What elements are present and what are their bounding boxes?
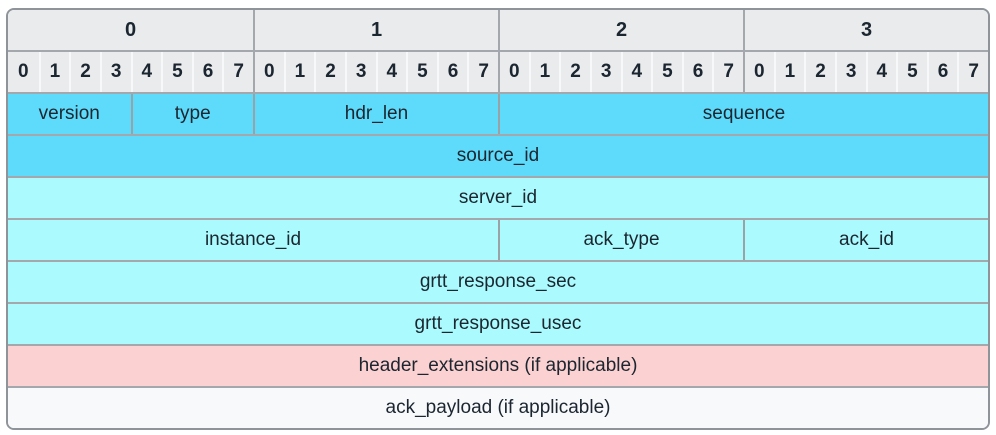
bit-header: 2 [69, 52, 100, 92]
packet-field-table: 0 1 2 3 0 1 2 3 4 5 6 7 0 1 2 3 4 5 6 7 … [6, 8, 990, 430]
bit-header: 6 [926, 52, 958, 92]
bit-header: 2 [559, 52, 590, 92]
field-header-extensions: header_extensions (if applicable) [8, 346, 988, 386]
field-grtt-response-usec: grtt_response_usec [8, 304, 988, 344]
bit-header: 5 [651, 52, 682, 92]
byte-header-row: 0 1 2 3 [8, 10, 988, 50]
bit-header: 0 [18, 61, 29, 82]
byte-header-0: 0 [124, 18, 137, 41]
field-instance-id: instance_id [8, 220, 498, 260]
bit-header: 4 [865, 52, 897, 92]
bit-header: 2 [314, 52, 345, 92]
bit-header-row: 0 1 2 3 4 5 6 7 0 1 2 3 4 5 6 7 0 1 2 3 … [8, 50, 988, 92]
bit-header: 5 [161, 52, 192, 92]
field-row-3: server_id [8, 176, 988, 218]
field-type: type [130, 94, 253, 134]
field-row-1: version type hdr_len sequence [8, 92, 988, 134]
byte-header-1: 1 [253, 10, 498, 50]
field-row-2: source_id [8, 134, 988, 176]
field-grtt-response-sec: grtt_response_sec [8, 262, 988, 302]
bit-header: 0 [498, 52, 529, 92]
bit-header: 1 [528, 52, 560, 92]
field-row-8: ack_payload (if applicable) [8, 386, 988, 428]
field-source-id: source_id [8, 136, 988, 176]
bit-header: 1 [38, 52, 70, 92]
bit-header: 7 [712, 52, 743, 92]
byte-header-3: 3 [743, 10, 988, 50]
field-row-4: instance_id ack_type ack_id [8, 218, 988, 260]
field-ack-id: ack_id [743, 220, 988, 260]
field-server-id: server_id [8, 178, 988, 218]
field-hdr-len: hdr_len [253, 94, 498, 134]
bit-header: 3 [834, 52, 866, 92]
byte-header-2: 2 [498, 10, 743, 50]
bit-header: 4 [620, 52, 652, 92]
bit-header: 3 [99, 52, 131, 92]
bit-header: 0 [253, 52, 284, 92]
bit-header: 7 [957, 52, 988, 92]
field-sequence: sequence [498, 94, 988, 134]
bit-header: 3 [344, 52, 376, 92]
bit-header: 5 [406, 52, 437, 92]
bit-header: 6 [681, 52, 713, 92]
bit-header: 4 [130, 52, 162, 92]
field-ack-payload: ack_payload (if applicable) [8, 388, 988, 428]
bit-header: 3 [589, 52, 621, 92]
bit-header: 7 [222, 52, 253, 92]
bit-header: 1 [773, 52, 805, 92]
field-ack-type: ack_type [498, 220, 743, 260]
bit-header: 6 [191, 52, 223, 92]
bit-header: 7 [467, 52, 498, 92]
bit-header: 4 [375, 52, 407, 92]
field-row-5: grtt_response_sec [8, 260, 988, 302]
bit-header: 0 [743, 52, 774, 92]
field-row-6: grtt_response_usec [8, 302, 988, 344]
bit-header: 1 [283, 52, 315, 92]
field-version: version [8, 94, 131, 134]
bit-header: 6 [436, 52, 468, 92]
bit-header: 5 [896, 52, 927, 92]
bit-header: 2 [804, 52, 835, 92]
field-row-7: header_extensions (if applicable) [8, 344, 988, 386]
